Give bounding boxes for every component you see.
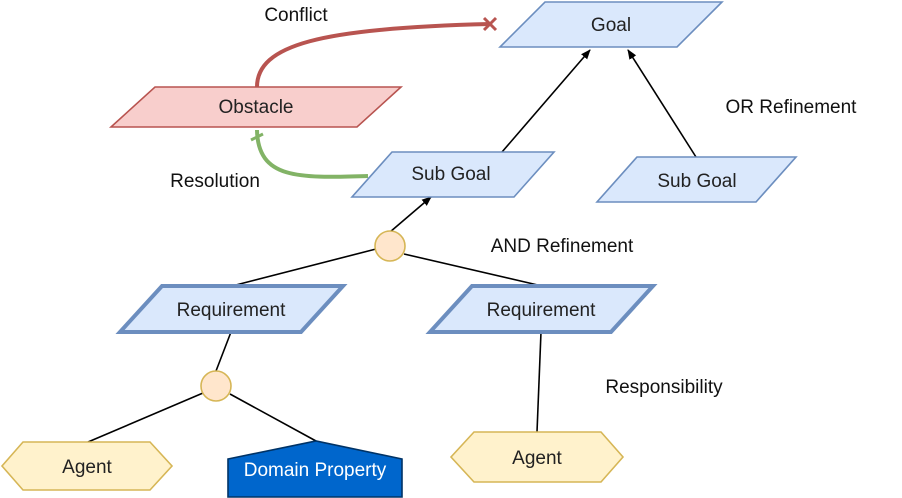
resolution-bar-marker [250,132,264,142]
goal-label: Goal [591,15,631,36]
edge-requirement-right-to-agent [536,331,542,433]
domain-property-label: Domain Property [244,460,387,481]
resolution-edge [255,129,369,179]
agent-right-node[interactable]: Agent [449,431,625,483]
conflict-label: Conflict [264,5,328,26]
requirement-right-node[interactable]: Requirement [425,284,658,334]
edge-junction-to-agent-left [87,392,204,443]
edge-junction-to-requirement-left [231,248,377,287]
agent-right-label: Agent [512,448,562,469]
requirement-right-label: Requirement [487,300,596,321]
goal-node[interactable]: Goal [498,1,724,48]
requirement-left-node[interactable]: Requirement [115,284,348,334]
agent-left-node[interactable]: Agent [0,441,174,491]
edge-subgoal-left-to-goal [501,49,591,153]
conflict-edge [255,22,491,88]
or-refinement-label: OR Refinement [726,97,858,118]
edge-junction-to-domain-property [229,393,317,442]
responsibility-label: Responsibility [605,377,723,398]
and-refinement-label: AND Refinement [491,236,634,257]
obstacle-label: Obstacle [219,97,294,118]
edge-requirement-left-to-junction [215,331,232,372]
subgoal-right-node[interactable]: Sub Goal [595,156,798,203]
requirement-left-label: Requirement [177,300,286,321]
and-junction-2[interactable] [200,370,232,402]
and-junction[interactable] [374,230,406,262]
edge-junction-to-requirement-right [403,253,543,287]
edge-subgoal-right-to-goal [627,49,697,158]
agent-left-label: Agent [62,457,112,478]
obstacle-node[interactable]: Obstacle [108,86,404,128]
subgoal-left-label: Sub Goal [411,164,490,185]
subgoal-right-label: Sub Goal [657,171,736,192]
edge-and-junction-to-subgoal [389,196,432,233]
conflict-cross-marker [482,16,498,32]
resolution-label: Resolution [170,171,260,192]
subgoal-left-node[interactable]: Sub Goal [350,151,556,198]
domain-property-node[interactable]: Domain Property [227,440,403,498]
